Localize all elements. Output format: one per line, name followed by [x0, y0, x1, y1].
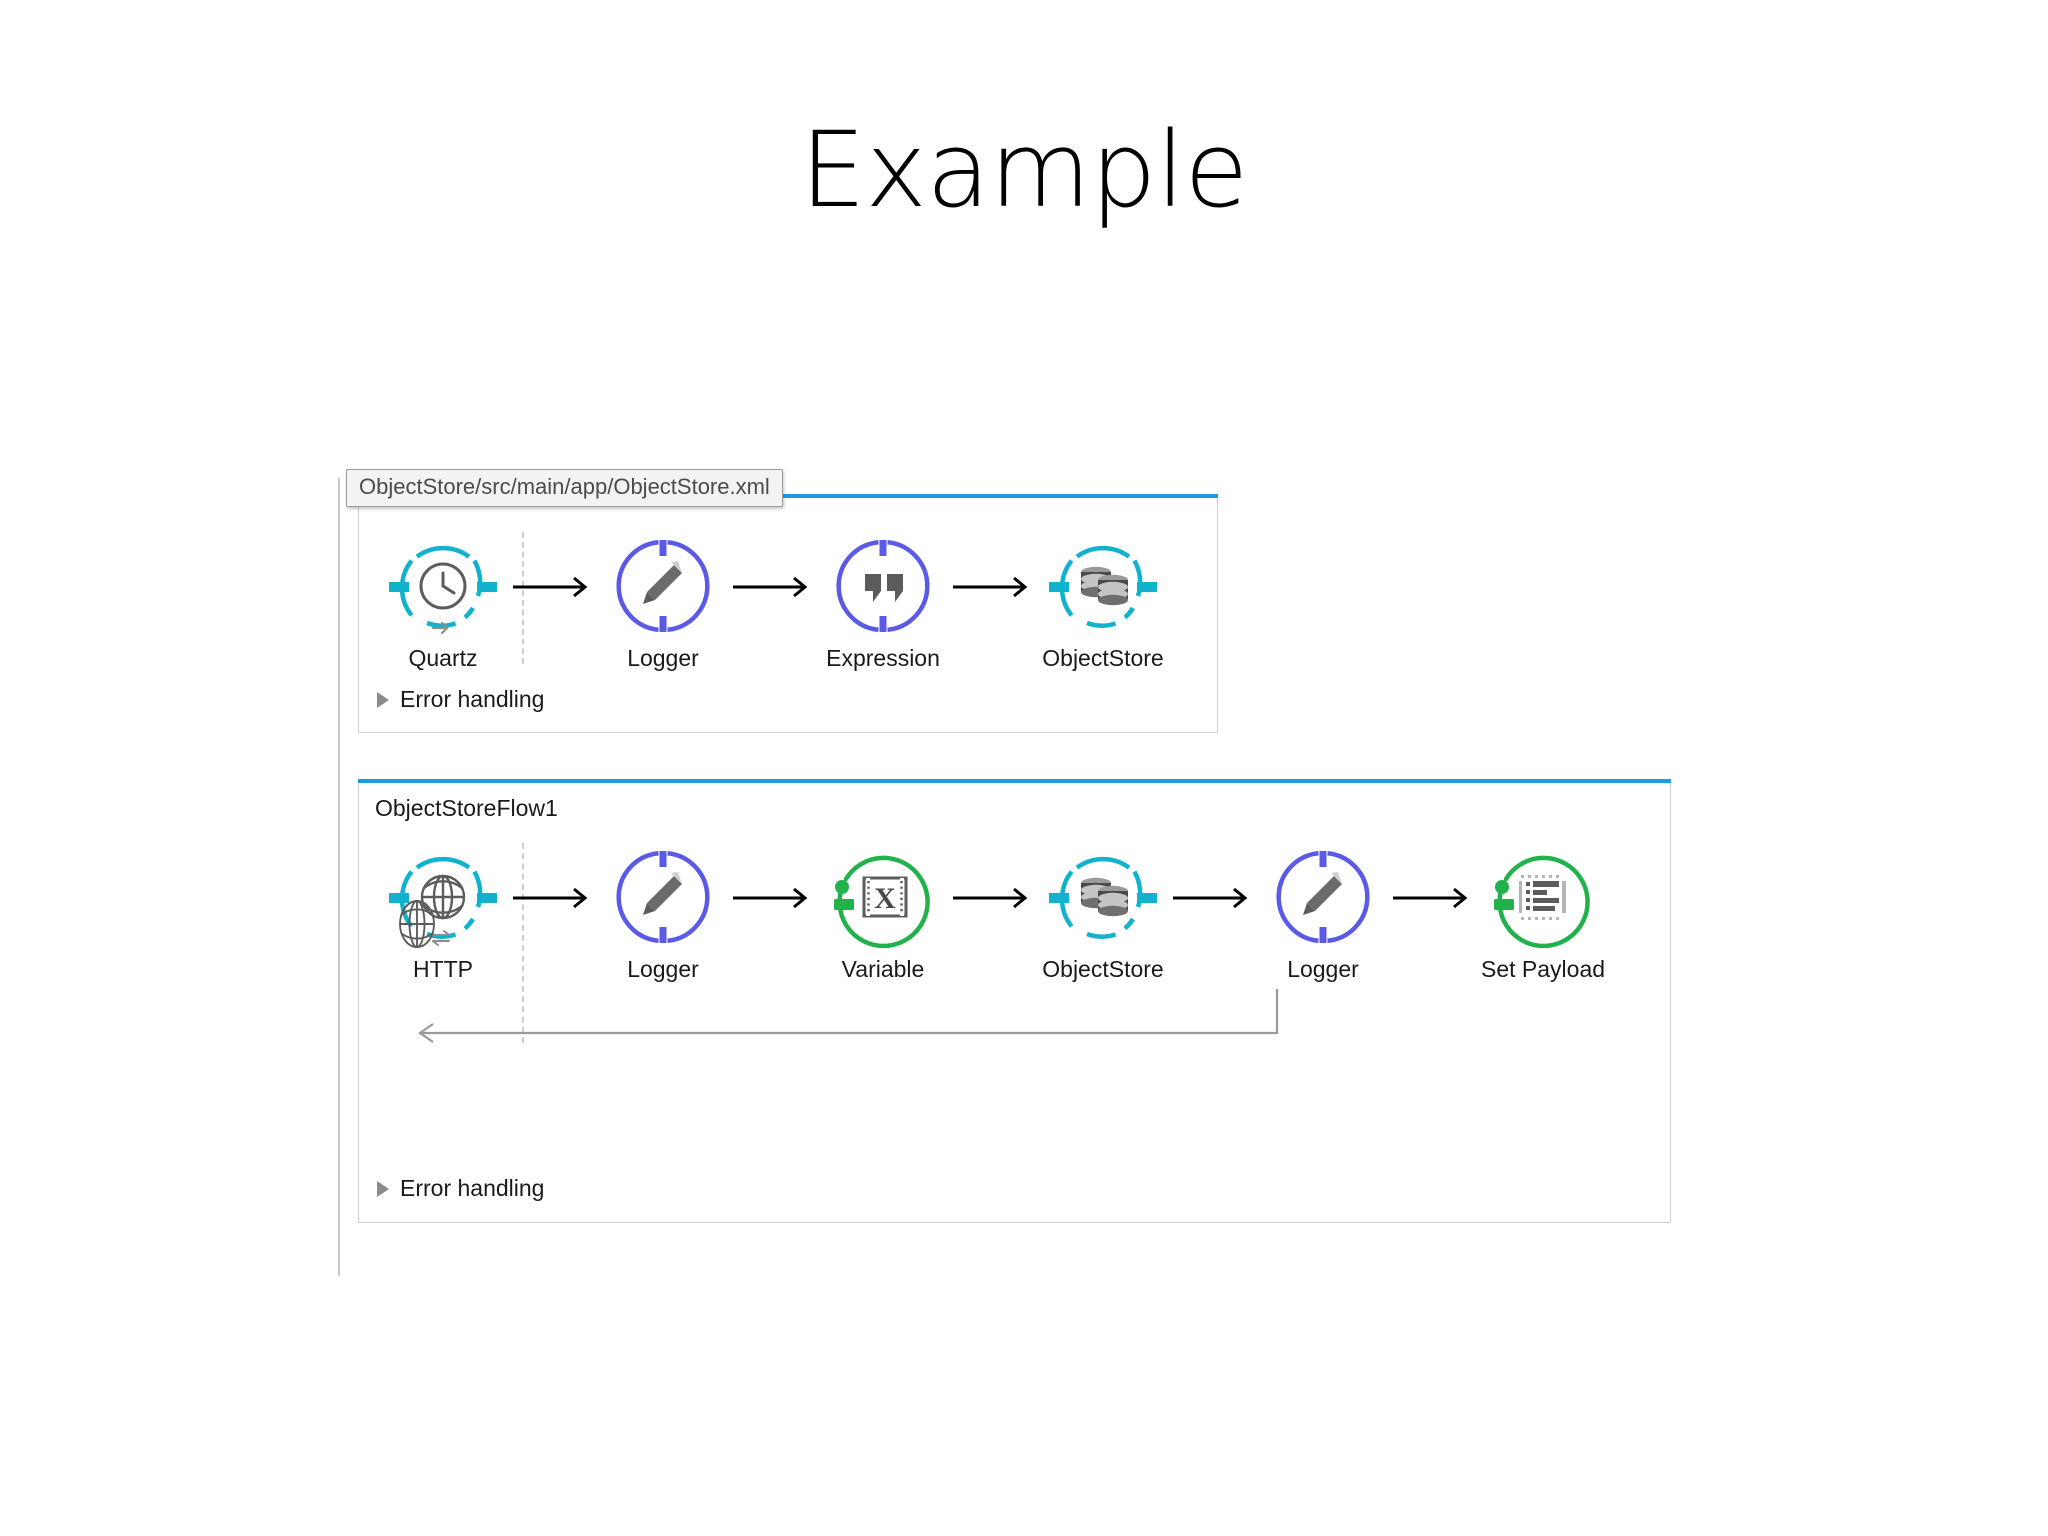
globe-icon	[394, 898, 440, 950]
node-label: Quartz	[408, 645, 478, 671]
flow-panel-1-header-bar	[358, 494, 1218, 498]
flow-arrow	[725, 847, 821, 951]
node-label: Expression	[826, 645, 940, 671]
exchange-icon	[432, 930, 450, 946]
flow-panel-2-header-bar	[358, 779, 1671, 783]
node-label: Set Payload	[1481, 956, 1606, 982]
flow-panel-1[interactable]: Quartz	[358, 494, 1218, 733]
flow-node-logger-2[interactable]: Logger	[601, 847, 725, 983]
flow-panel-2[interactable]: ObjectStoreFlow1	[358, 779, 1671, 1223]
mule-flow-canvas: Quartz	[338, 469, 1698, 1278]
source-separator-2	[522, 843, 525, 1043]
node-label: ObjectStore	[1042, 645, 1164, 671]
logger-icon-wrap	[1261, 847, 1385, 951]
flow-arrow	[505, 847, 601, 951]
node-label: HTTP	[412, 956, 474, 982]
flow-node-quartz[interactable]: Quartz	[381, 536, 505, 672]
logger-icon-wrap	[601, 847, 725, 951]
flow-arrow	[505, 536, 601, 640]
flow-node-variable[interactable]: X Variable	[821, 847, 945, 983]
variable-icon-wrap: X	[821, 847, 945, 951]
flow-arrow	[945, 847, 1041, 951]
http-icon-wrap	[381, 847, 505, 951]
quartz-icon-wrap	[381, 536, 505, 640]
flow-node-logger-1[interactable]: Logger	[601, 536, 725, 672]
error-handling-toggle-2[interactable]: Error handling	[377, 1175, 544, 1202]
set-payload-icon-wrap	[1481, 847, 1605, 951]
error-handling-label: Error handling	[400, 1175, 545, 1201]
logger-icon-wrap	[601, 536, 725, 640]
node-label: Logger	[627, 645, 699, 671]
objectstore-icon-wrap	[1041, 536, 1165, 640]
expression-icon-wrap	[821, 536, 945, 640]
file-path-tab[interactable]: ObjectStore/src/main/app/ObjectStore.xml	[346, 469, 783, 507]
flow-arrow	[945, 536, 1041, 640]
flow-arrow	[1385, 847, 1481, 951]
node-label: Logger	[1287, 956, 1359, 982]
node-label: Variable	[841, 956, 925, 982]
flow-2-node-row: HTTP	[381, 847, 1605, 983]
flow-node-set-payload[interactable]: Set Payload	[1481, 847, 1605, 983]
flow-arrow	[1165, 847, 1261, 951]
triangle-right-icon	[377, 691, 389, 708]
flow-title: ObjectStoreFlow1	[375, 795, 558, 821]
flow-1-node-row: Quartz	[381, 536, 1165, 672]
arrow-right-icon	[431, 621, 449, 635]
node-label: ObjectStore	[1042, 956, 1164, 982]
objectstore-icon-wrap	[1041, 847, 1165, 951]
source-separator-1	[522, 532, 525, 664]
canvas-left-divider	[338, 478, 340, 1276]
flow-node-objectstore-2[interactable]: ObjectStore	[1041, 847, 1165, 983]
flow-node-objectstore-1[interactable]: ObjectStore	[1041, 536, 1165, 672]
error-handling-label: Error handling	[400, 686, 545, 712]
flow-node-expression[interactable]: Expression	[821, 536, 945, 672]
page-title: Example	[800, 109, 1248, 231]
svg-text:X: X	[874, 882, 896, 915]
flow-node-logger-3[interactable]: Logger	[1261, 847, 1385, 983]
node-label: Logger	[627, 956, 699, 982]
triangle-right-icon	[377, 1180, 389, 1197]
error-handling-toggle-1[interactable]: Error handling	[377, 686, 544, 713]
flow-node-http[interactable]: HTTP	[381, 847, 505, 983]
flow-arrow	[725, 536, 821, 640]
